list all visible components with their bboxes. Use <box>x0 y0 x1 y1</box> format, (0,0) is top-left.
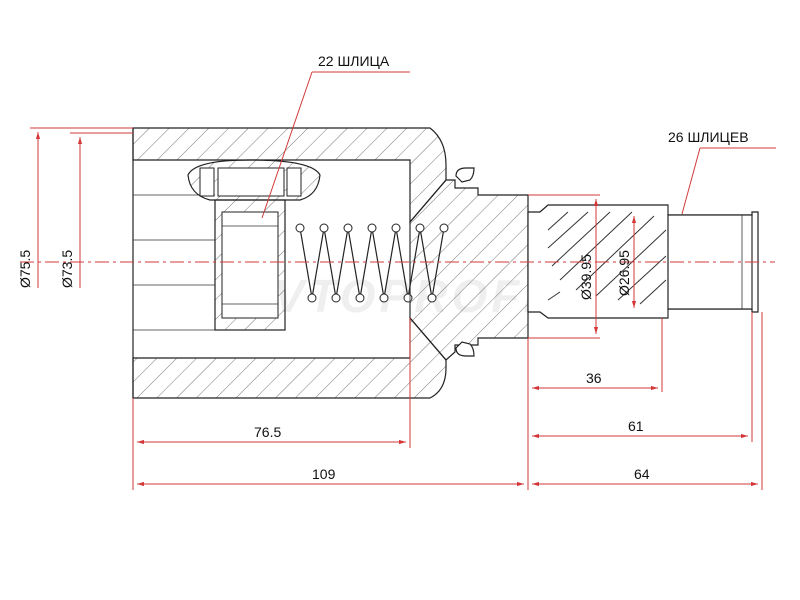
diameter-dims-shaft: Ø39.95 Ø26.95 <box>528 194 637 339</box>
dim-inner-body-label: Ø73.5 <box>59 250 75 288</box>
roller-bearing-right <box>286 167 302 197</box>
callout-outer-splines-leader <box>681 147 701 215</box>
boot-seat-bottom <box>455 341 475 357</box>
dim-outer-body-label: Ø75.5 <box>17 250 33 288</box>
dim-shaft-major-label: Ø39.95 <box>578 254 594 300</box>
dim-shaft-to-groove-label: 61 <box>628 418 644 434</box>
roller-hub <box>217 167 285 197</box>
callout-outer-splines-label: 26 ШЛИЦЕВ <box>668 129 749 145</box>
callout-inner-splines: 22 ШЛИЦА <box>261 53 410 219</box>
dim-spline-length-label: 36 <box>586 370 602 386</box>
dim-shaft-minor-label: Ø26.95 <box>616 250 632 296</box>
boot-seats <box>455 167 475 357</box>
roller-bearing-left <box>199 167 215 197</box>
callout-inner-splines-leader <box>261 71 313 219</box>
callout-inner-splines-label: 22 ШЛИЦА <box>318 53 390 69</box>
dim-cup-depth-label: 76.5 <box>254 424 281 440</box>
spring <box>295 222 449 318</box>
spring-coil-ends <box>295 223 449 303</box>
housing-upper-wall <box>132 127 447 224</box>
spline-sleeve-core <box>221 211 279 319</box>
dim-body-length-label: 109 <box>312 466 336 482</box>
boot-seat-top <box>455 167 475 183</box>
callout-outer-splines: 26 ШЛИЦЕВ <box>668 129 776 215</box>
tripod-roller <box>187 159 321 331</box>
diameter-dims-left: Ø75.5 Ø73.5 <box>17 127 133 288</box>
dim-shaft-length-label: 64 <box>634 466 650 482</box>
housing <box>132 127 529 399</box>
length-dims: 76.5 109 36 61 64 <box>132 312 763 490</box>
